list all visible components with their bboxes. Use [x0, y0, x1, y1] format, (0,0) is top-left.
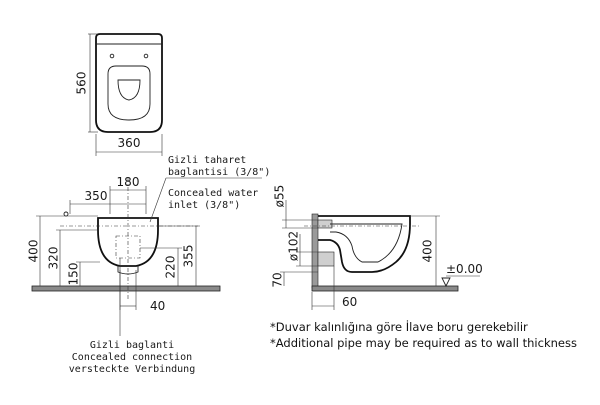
dim-label-150: 150	[67, 263, 81, 286]
side-wall	[311, 213, 319, 289]
top-view-seat	[107, 65, 151, 121]
dim-label-400-front: 400	[27, 240, 41, 263]
side-inlet-pipe	[317, 219, 333, 229]
footnote-english: *Additional pipe may be required as to w…	[270, 336, 577, 350]
leader-inlet-note	[149, 177, 167, 223]
dim-label-220: 220	[164, 256, 178, 279]
dim-label-320: 320	[47, 247, 61, 270]
top-view-bowl	[117, 79, 141, 101]
dim-label-355: 355	[182, 245, 196, 268]
front-view-body	[97, 217, 159, 267]
dim-label-560: 560	[75, 72, 89, 95]
side-view-body	[318, 215, 411, 273]
inlet-note-tr-2: baglantisi (3/8")	[168, 167, 270, 178]
connection-note-de: versteckte Verbindung	[69, 364, 195, 375]
connection-note-tr: Gizli baglanti	[90, 340, 174, 351]
level-marker-icon	[441, 277, 451, 288]
dim-label-102: ø102	[287, 231, 301, 261]
level-label: ±0.00	[446, 262, 483, 276]
dim-label-70: 70	[271, 272, 285, 287]
dim-label-350: 350	[85, 189, 108, 203]
front-view-hidden-connection	[115, 235, 141, 259]
inlet-note-en-1: Concealed water	[168, 188, 258, 199]
dim-label-60: 60	[342, 295, 357, 309]
side-floor	[311, 285, 459, 292]
side-view: ø55 ø102 70 400 ±0.00 60	[271, 185, 483, 310]
footnote-turkish: *Duvar kalınlığına göre İlave boru gerek…	[270, 319, 528, 334]
inlet-note-tr-1: Gizli taharet	[168, 155, 246, 166]
dim-label-40: 40	[150, 299, 165, 313]
dim-label-360: 360	[118, 136, 141, 150]
top-view-fixing-hole-right	[143, 53, 149, 59]
dim-label-55: ø55	[273, 185, 287, 208]
top-view-fixing-hole-left	[109, 53, 115, 59]
front-view: 180 350 400 320 150 355 220 40	[27, 155, 271, 375]
top-view-outline	[95, 33, 163, 133]
side-view-inner-bowl	[330, 223, 403, 263]
front-floor	[31, 285, 221, 292]
side-outlet-pipe	[317, 251, 335, 267]
front-view-inlet-marker	[63, 211, 69, 217]
dim-label-400-side: 400	[421, 240, 435, 263]
top-view: 560 360	[75, 33, 163, 156]
connection-note-en: Concealed connection	[72, 352, 192, 363]
dim-label-180: 180	[117, 175, 140, 189]
inlet-note-en-2: inlet (3/8")	[168, 200, 240, 211]
